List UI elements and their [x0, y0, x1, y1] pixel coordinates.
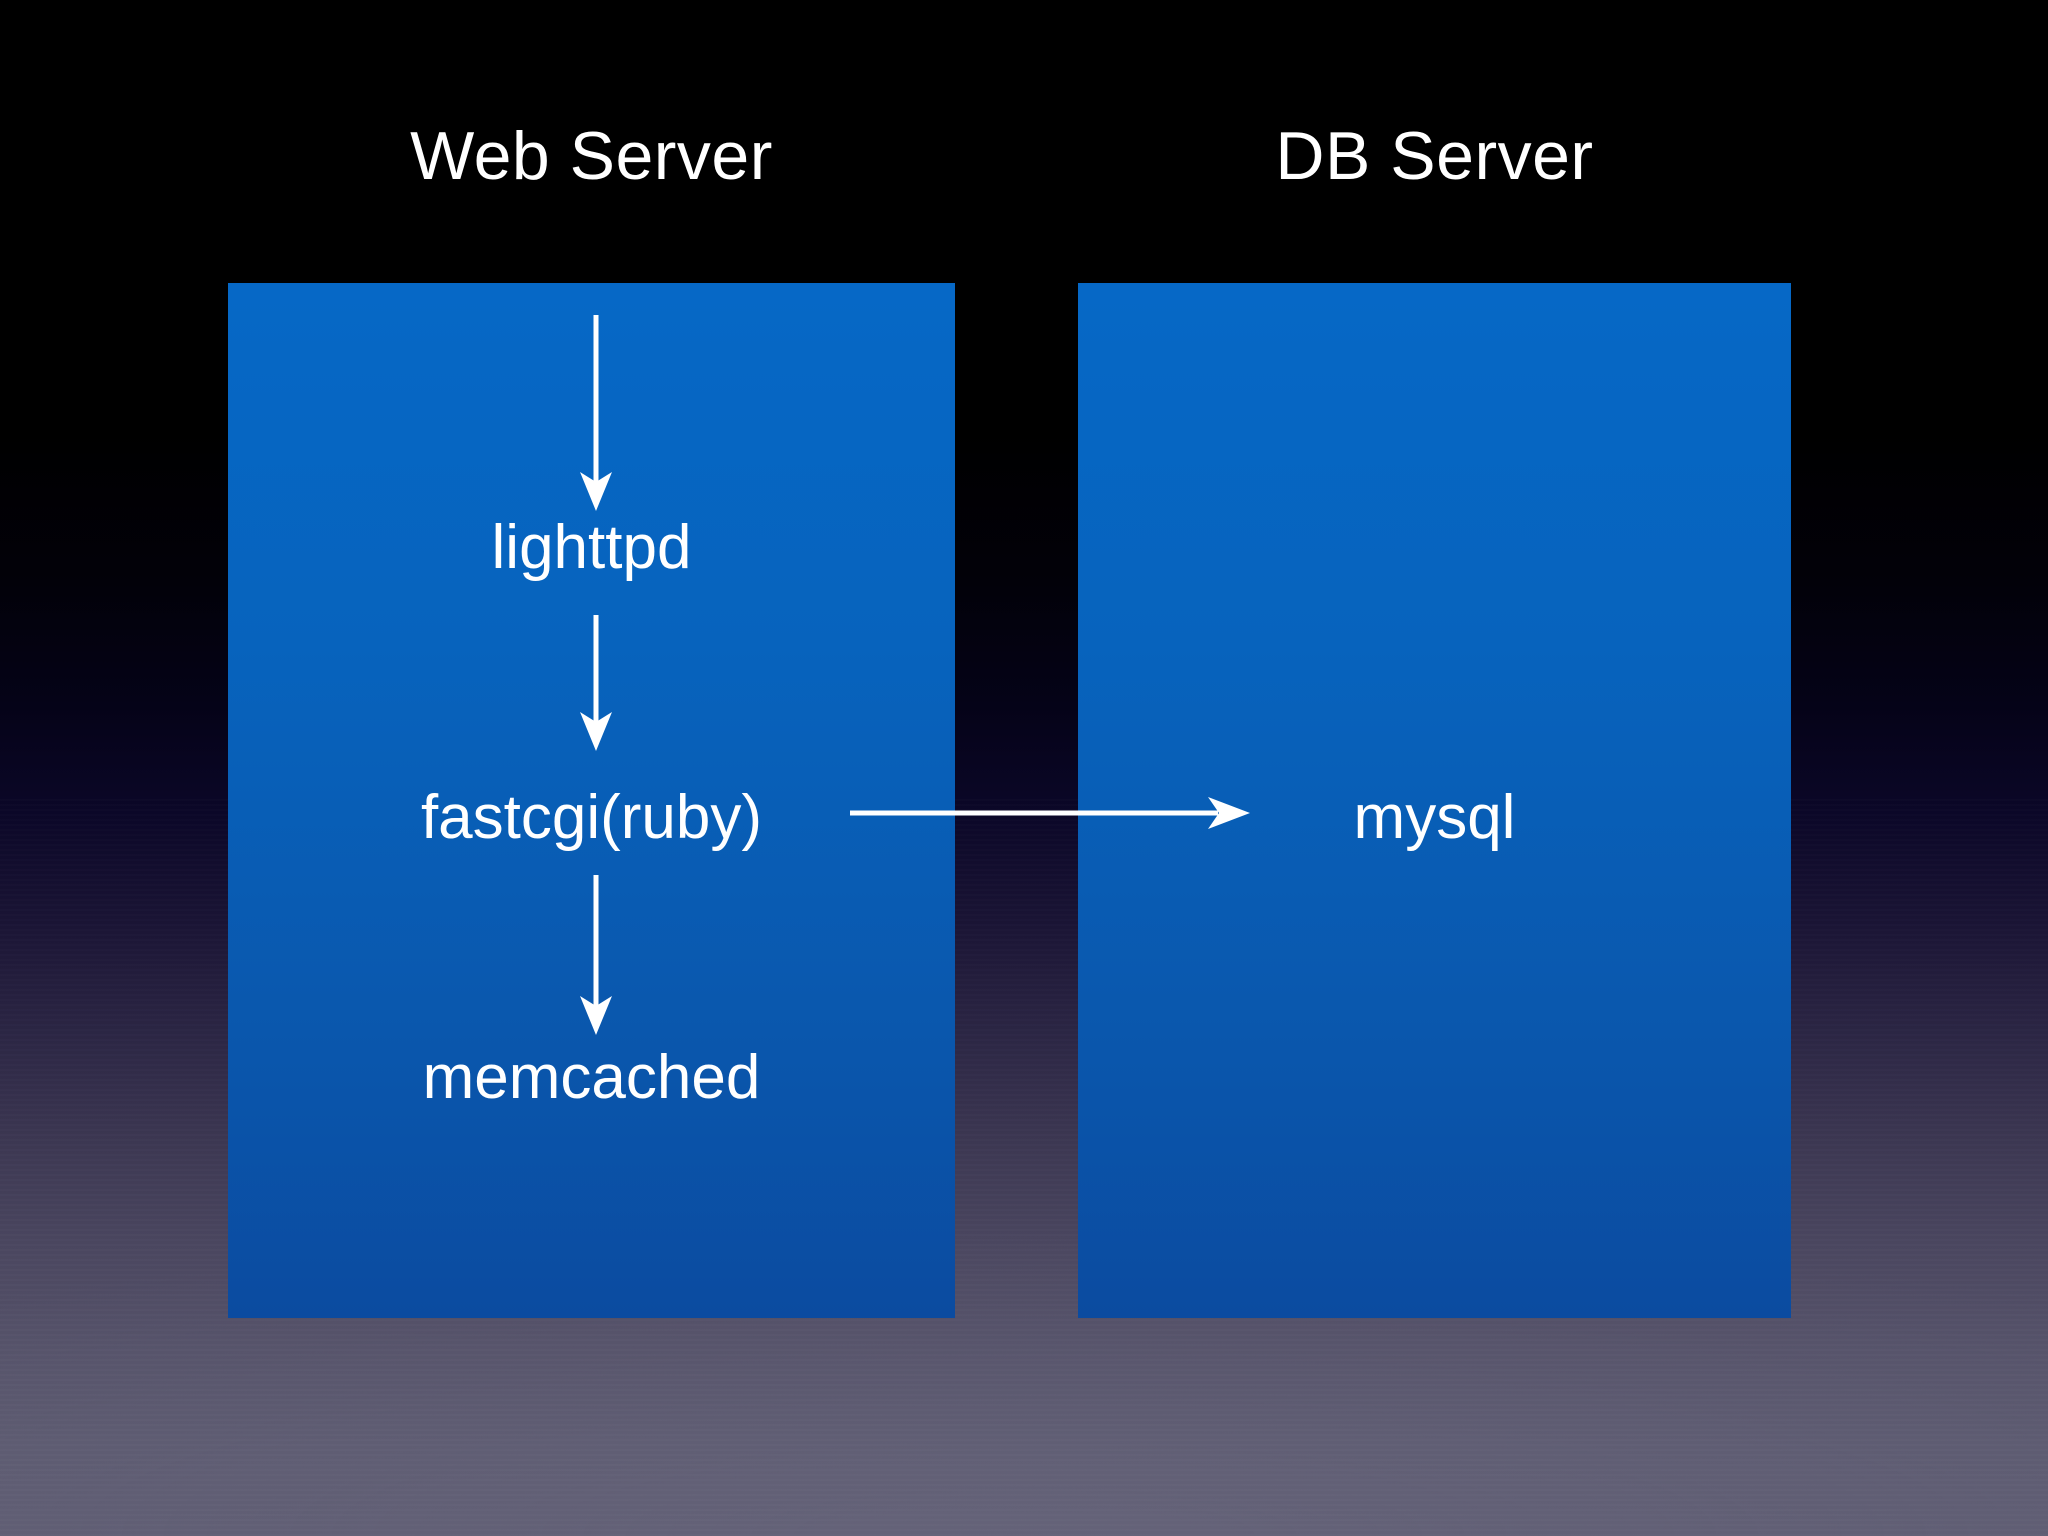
db-server-box	[1078, 283, 1791, 1318]
arrow-fastcgi-to-mysql-icon	[850, 797, 1250, 829]
node-label-lighttpd: lighttpd	[491, 513, 692, 582]
arrow-lighttpd-to-fastcgi-icon	[580, 615, 612, 751]
node-label-memcached: memcached	[422, 1043, 761, 1112]
node-label-fastcgi-ruby: fastcgi(ruby)	[420, 783, 763, 852]
arrow-fastcgi-to-memcached-icon	[580, 875, 612, 1035]
page-title-web-server: Web Server	[410, 118, 773, 194]
web-server-box	[228, 283, 955, 1318]
node-label-mysql: mysql	[1353, 783, 1516, 852]
arrow-incoming-to-lighttpd-icon	[580, 315, 612, 511]
page-title-db-server: DB Server	[1275, 118, 1594, 194]
